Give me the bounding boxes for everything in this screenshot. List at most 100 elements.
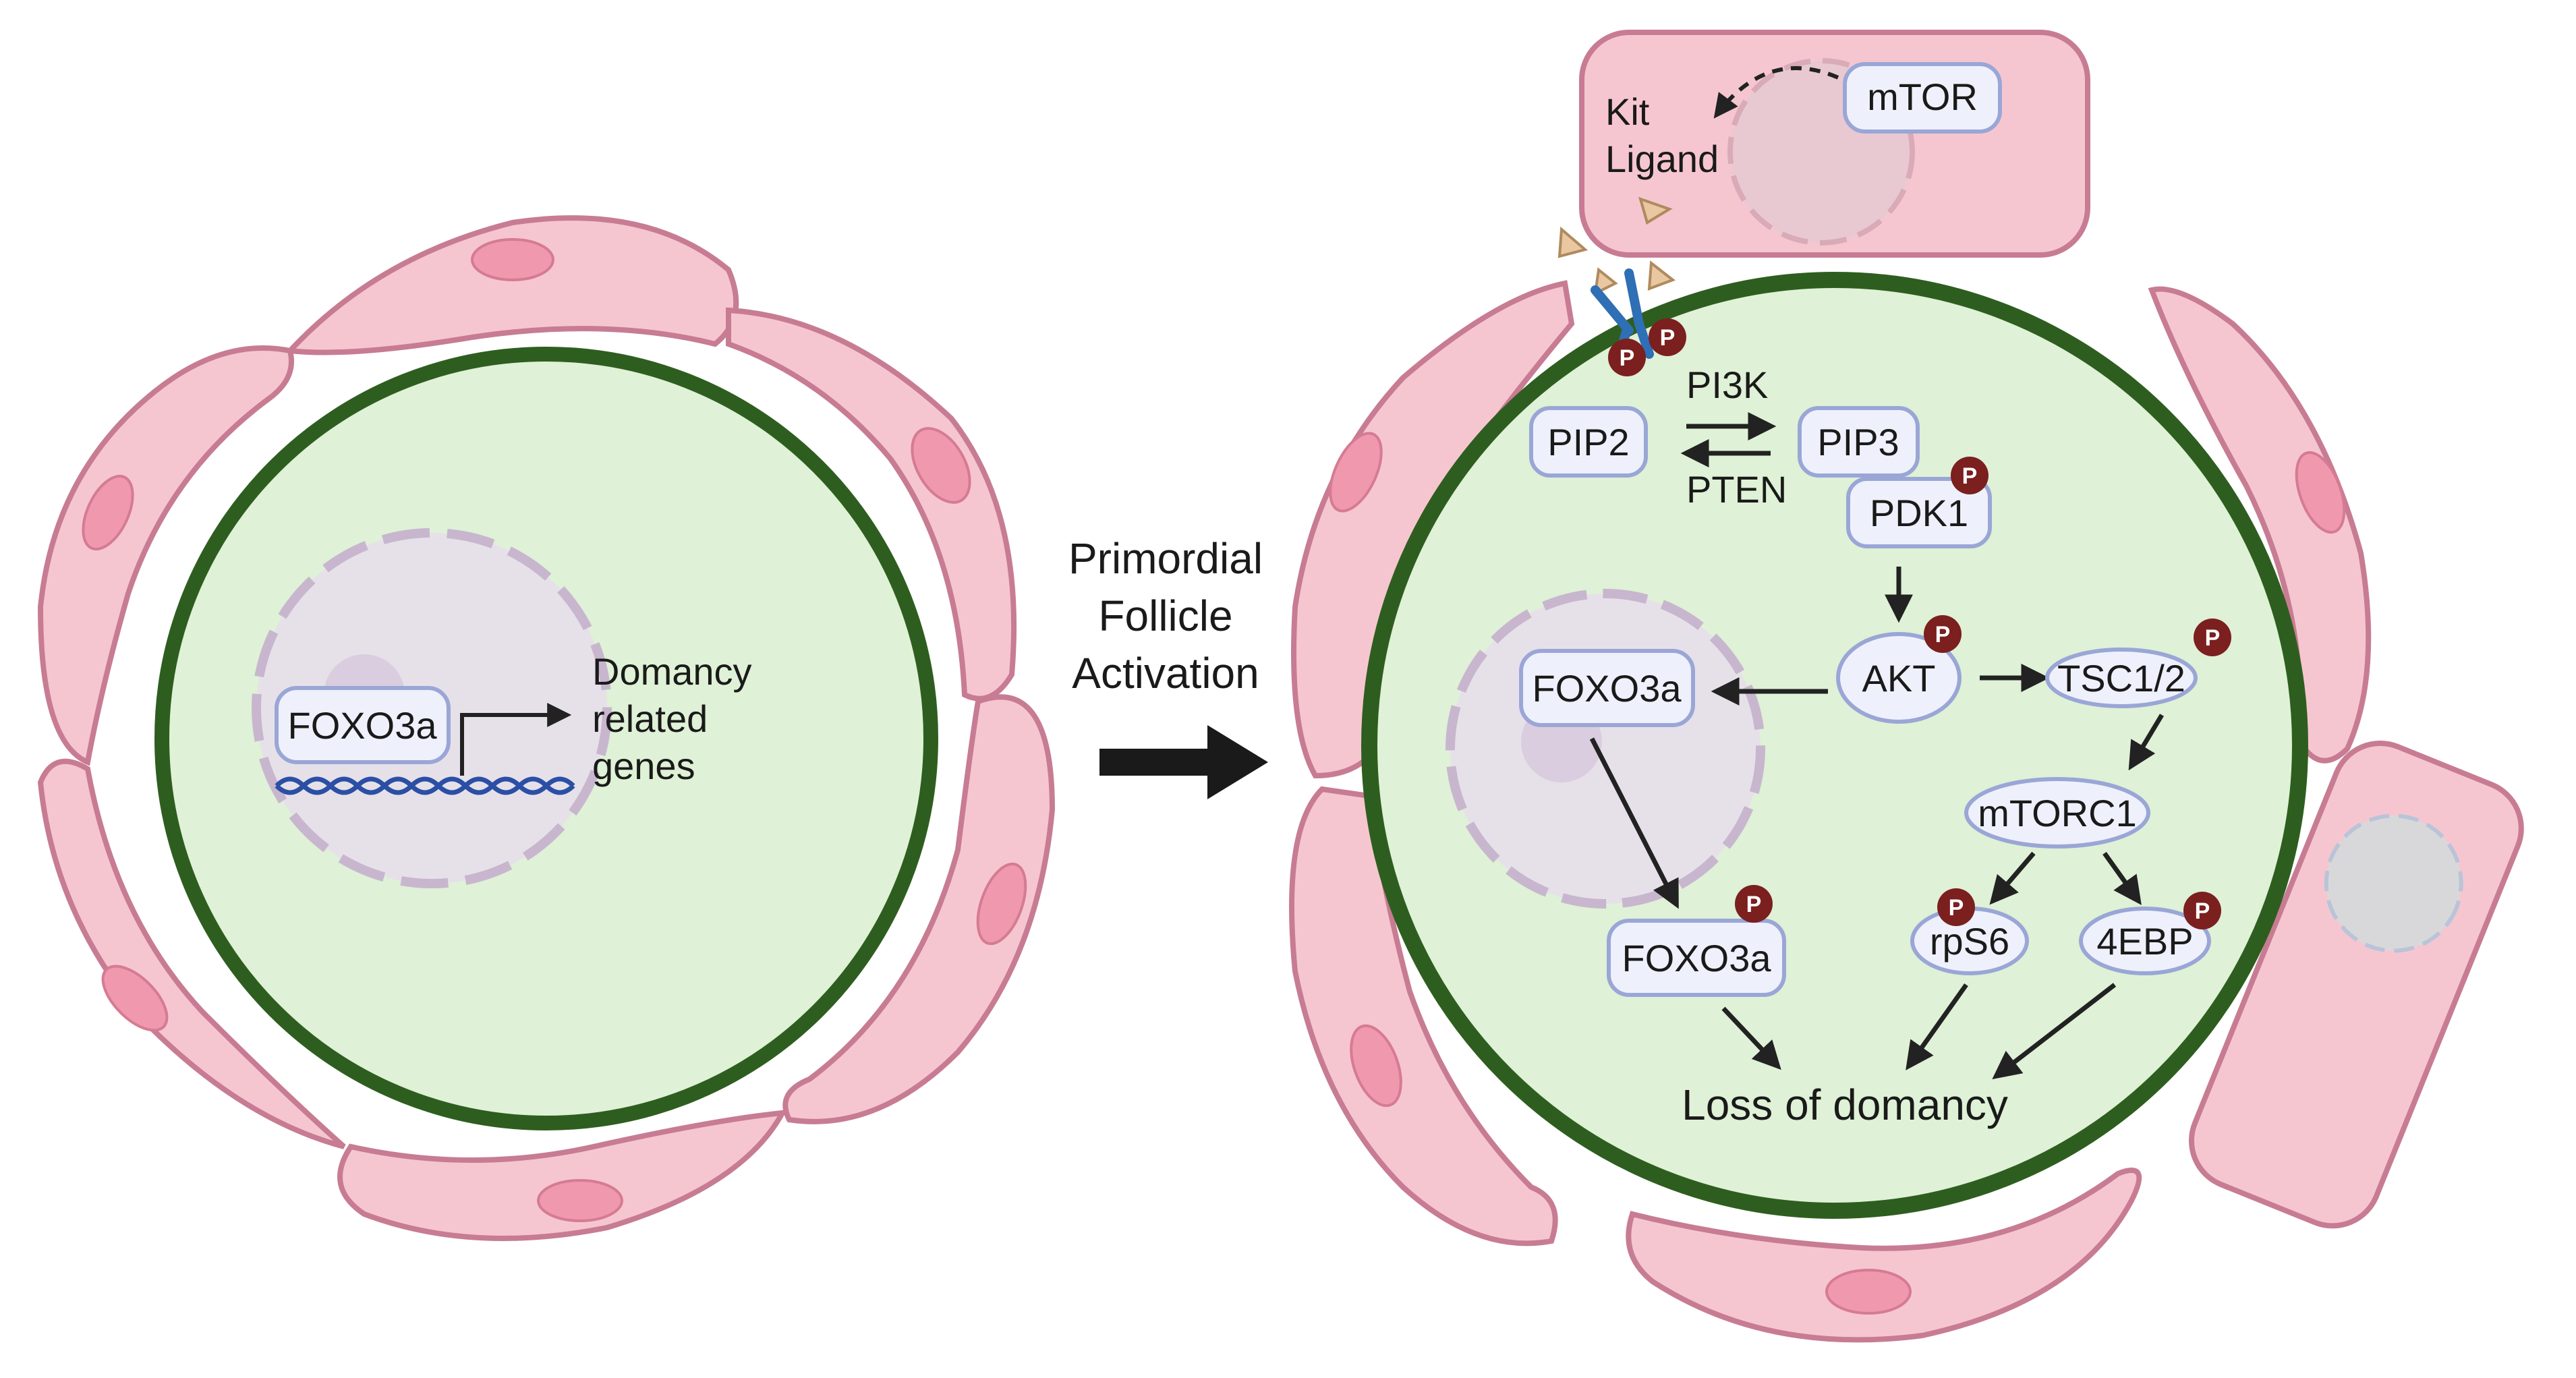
ligand-triangle (1647, 260, 1676, 291)
granulosa-cell (337, 1110, 788, 1241)
kit-label-line2: Ligand (1605, 138, 1719, 180)
foxo3a-nuclear-label: FOXO3a (1533, 667, 1682, 710)
granulosa-nucleus (1329, 432, 1383, 513)
transition-line2: Follicle (1098, 592, 1232, 640)
granulosa-nucleus (471, 238, 554, 281)
transition: Primordial Follicle Activation (1068, 534, 1268, 799)
lower-right-granulosa-cell (2188, 740, 2524, 1229)
phospho-badge (2194, 619, 2231, 656)
right-oocyte (1361, 272, 2308, 1219)
phospho-label: P (1949, 895, 1964, 921)
granulosa-cell (782, 694, 1056, 1124)
rps6-to-loss-arrow (1906, 983, 1968, 1070)
loss-of-domancy-label: Loss of domancy (1682, 1081, 2008, 1129)
4ebp-node (2079, 907, 2211, 975)
mtor-dashed-arrow (1713, 66, 1839, 119)
kit-label-line1: Kit (1605, 90, 1650, 133)
right-follicle: mTOR Kit Ligand P P PI3K PTEN PIP2 PIP3 … (1289, 30, 2524, 1343)
foxo3a-to-loss-arrow (1721, 1006, 1781, 1070)
granulosa-cell (37, 758, 346, 1149)
left-granulosa-nuclei (82, 238, 1027, 1222)
phospho-label: P (1746, 892, 1762, 917)
pip3-label: PIP3 (1817, 421, 1899, 463)
granulosa-nucleus (101, 965, 169, 1032)
granulosa-nucleus (976, 862, 1027, 946)
granulosa-cell (1289, 786, 1558, 1246)
foxo3a-cytoplasmic-box (1607, 919, 1786, 997)
pip3-box (1798, 406, 1920, 478)
phospho-badge (1649, 318, 1686, 356)
phospho-badge (1608, 339, 1646, 376)
phospho-badge (1924, 615, 1962, 653)
phospho-label: P (1660, 325, 1676, 351)
phospho-label: P (2195, 898, 2210, 924)
mtor-box (1843, 62, 2002, 134)
mtorc1-to-4ebp-arrow (2102, 851, 2142, 905)
mtorc1-node (1964, 777, 2150, 849)
phospho-badge (1735, 885, 1773, 923)
left-follicle: FOXO3a Domancy related genes (37, 215, 1056, 1241)
akt-label: AKT (1862, 657, 1936, 699)
phospho-label: P (2205, 625, 2221, 651)
phospho-label: P (1620, 345, 1635, 371)
transcription-arrow (460, 703, 572, 776)
granulosa-cell (284, 215, 739, 355)
pten-label: PTEN (1686, 468, 1787, 511)
phospho-label: P (1935, 622, 1951, 648)
phospho-badge (1937, 888, 1975, 926)
pip2-label: PIP2 (1547, 421, 1629, 463)
granulosa-nucleus (911, 427, 971, 504)
left-genes-line2: related (592, 697, 708, 740)
left-genes-line3: genes (592, 745, 695, 787)
granulosa-nucleus (1350, 1024, 1402, 1108)
tsc-node (2045, 648, 2198, 708)
ligand-triangle (1638, 196, 1673, 225)
rps6-label: rpS6 (1930, 920, 2009, 963)
4ebp-label: 4EBP (2096, 920, 2193, 963)
tsc-to-mtorc1-arrow (2128, 714, 2165, 771)
phospho-badge (2183, 892, 2221, 929)
granulosa-nucleus (1825, 1269, 1912, 1315)
receptor-stem-right (1634, 319, 1654, 359)
granulosa-nucleus (2295, 451, 2346, 534)
transition-line3: Activation (1072, 649, 1259, 697)
left-foxo3a-label: FOXO3a (288, 704, 438, 747)
transition-arrow-shaft (1099, 749, 1214, 776)
receptor-phospho: P P (1608, 318, 1686, 376)
right-oocyte-nucleus (1446, 589, 1765, 909)
transition-line1: Primordial (1068, 534, 1263, 583)
right-granulosa-cells (1289, 280, 2372, 1343)
foxo3a-export-arrow (1589, 737, 1679, 909)
kit-ligands (1557, 196, 1676, 296)
granulosa-cell (1626, 1168, 2142, 1343)
pdk1-box (1846, 477, 1992, 548)
receptor-arm-right (1624, 268, 1644, 328)
granulosa-nucleus (82, 474, 134, 551)
granulosa-cell (2148, 286, 2372, 764)
granulosa-nucleus (537, 1179, 623, 1222)
left-foxo3a-box (275, 686, 451, 764)
tsc-label: TSC1/2 (2057, 657, 2185, 699)
ligand-triangle (1557, 226, 1588, 258)
ligand-triangle (1593, 267, 1618, 296)
receptor-arm-left (1591, 285, 1634, 335)
mtor-label: mTOR (1867, 76, 1978, 118)
4ebp-to-loss-arrow (1992, 983, 2117, 1080)
granulosa-cell (726, 307, 1017, 701)
mtorc1-label: mTORC1 (1978, 792, 2136, 834)
pip2-box (1529, 406, 1648, 478)
granulosa-cell-nucleus (2324, 813, 2463, 953)
mtorc1-to-rps6-arrow (1989, 851, 2036, 905)
left-genes-line1: Domancy (592, 650, 752, 693)
transition-arrow-head (1207, 725, 1268, 799)
granulosa-cell (37, 345, 294, 766)
pi3k-label: PI3K (1686, 364, 1768, 406)
pdk1-label: PDK1 (1870, 492, 1968, 534)
left-granulosa-cells (37, 215, 1056, 1241)
right-granulosa-nuclei (1329, 432, 2346, 1315)
dna-helix (275, 776, 575, 795)
akt-node (1836, 632, 1962, 724)
phospho-label: P (1962, 463, 1978, 489)
foxo3a-cytoplasmic-label: FOXO3a (1622, 937, 1772, 979)
